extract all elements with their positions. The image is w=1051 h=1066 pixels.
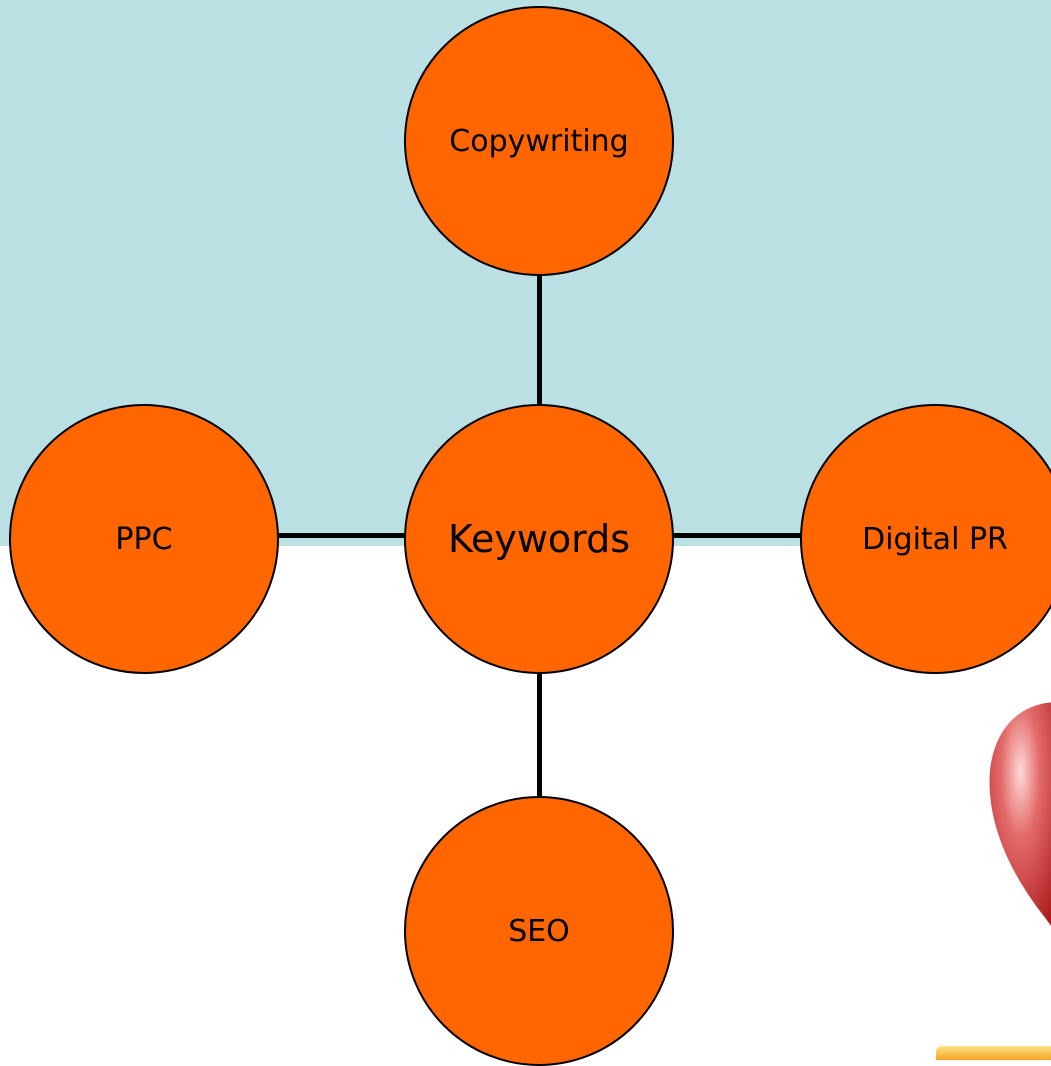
corner-tab-decoration [936,1046,1051,1060]
node-seo-label: SEO [508,913,570,949]
heart-decoration-icon [989,702,1051,926]
connector-top [537,270,542,404]
connector-right [670,533,804,538]
node-copywriting: Copywriting [404,6,674,276]
connector-bottom [537,666,542,800]
node-digital-pr: Digital PR [800,404,1051,674]
node-keywords-label: Keywords [447,517,631,561]
node-digital-pr-label: Digital PR [862,521,1008,557]
node-seo: SEO [404,796,674,1066]
node-keywords: Keywords [404,404,674,674]
connector-left [274,533,408,538]
node-copywriting-label: Copywriting [449,123,629,159]
node-ppc: PPC [9,404,279,674]
node-ppc-label: PPC [115,521,173,557]
